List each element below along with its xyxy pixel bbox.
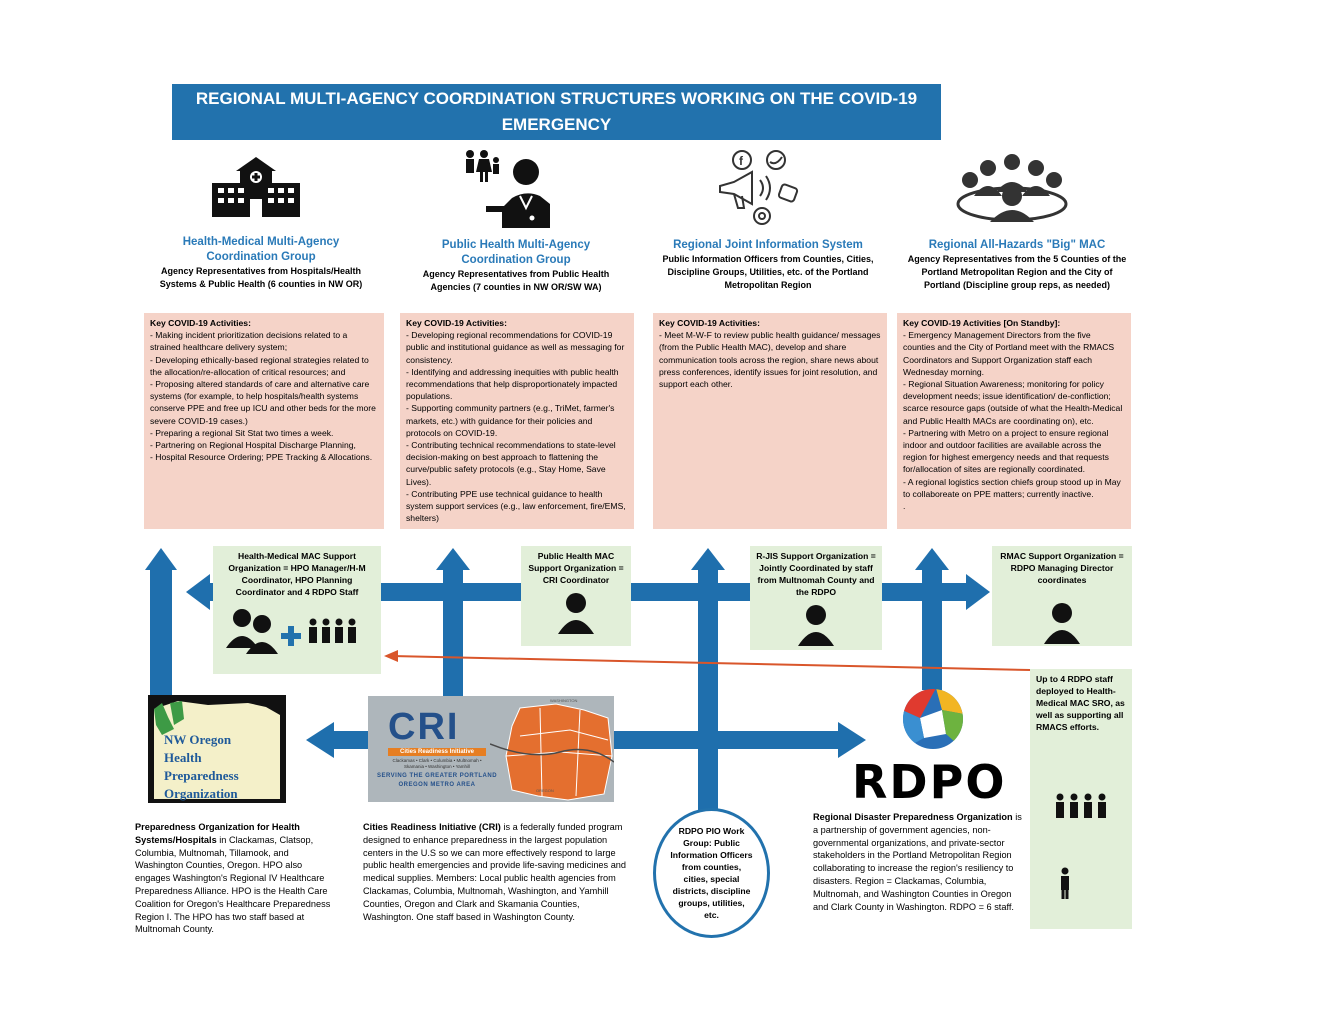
social-media-icon: f — [712, 148, 804, 228]
support-text: RMAC Support Organization = RDPO Managin… — [1000, 551, 1124, 585]
oregon-map-icon — [154, 701, 280, 799]
group-1-activities: Key COVID-19 Activities: - Making incide… — [144, 313, 384, 529]
activity-item: - Contributing PPE use technical guidanc… — [406, 488, 626, 524]
rdpo-description: Regional Disaster Preparedness Organizat… — [813, 811, 1023, 913]
hpo-description: Preparedness Organization for Health Sys… — [135, 821, 335, 936]
activities-heading: Key COVID-19 Activities: — [150, 318, 251, 328]
activity-item: - Emergency Management Directors from th… — [903, 330, 1115, 377]
rdpo-description-bold: Regional Disaster Preparedness Organizat… — [813, 812, 1013, 822]
activity-item: - Identifying and addressing inequities … — [406, 366, 619, 402]
cri-banner: Cities Readiness Initiative — [388, 748, 486, 756]
cri-tagline: SERVING THE GREATER PORTLAND OREGON METR… — [376, 773, 498, 788]
hospital-icon — [210, 155, 302, 219]
group-1-header: Health-Medical Multi-Agency Coordination… — [150, 235, 372, 291]
group-2-header: Public Health Multi-Agency Coordination … — [406, 238, 626, 294]
rdpo-wordmark: RDPO — [852, 755, 1007, 809]
rdpo-staff-panel: Up to 4 RDPO staff deployed to Health-Me… — [1030, 669, 1132, 929]
activity-item: . — [903, 501, 906, 512]
person-icon — [558, 593, 594, 634]
group-3-activities: Key COVID-19 Activities: - Meet M-W-F to… — [653, 313, 887, 529]
activity-item: - Developing regional recommendations fo… — [406, 330, 625, 365]
pio-work-group-text: RDPO PIO Work Group: Public Information … — [670, 826, 753, 920]
group-4-header: Regional All-Hazards "Big" MAC Agency Re… — [904, 238, 1130, 292]
group-4-activities: Key COVID-19 Activities [On Standby]: - … — [897, 313, 1131, 529]
staff-group-icon — [1056, 793, 1106, 818]
arrows — [145, 548, 990, 810]
group-1-subtitle: Agency Representatives from Hospitals/He… — [159, 266, 363, 289]
activity-item: - Contributing technical recommendations… — [406, 440, 616, 487]
pio-work-group-circle: RDPO PIO Work Group: Public Information … — [653, 808, 770, 938]
activity-item: - Hospital Resource Ordering; PPE Tracki… — [150, 452, 373, 463]
staff-team-icon — [226, 609, 356, 654]
rdpo-globe-icon — [902, 688, 964, 750]
activities-heading: Key COVID-19 Activities [On Standby]: — [903, 318, 1061, 328]
activity-item: - Making incident prioritization decisio… — [150, 330, 348, 353]
cri-brand: CRI — [388, 706, 460, 748]
activity-item: - Partnering on Regional Hospital Discha… — [150, 440, 356, 451]
activity-item: - Meet M-W-F to review public health gui… — [659, 330, 881, 390]
group-2-activities: Key COVID-19 Activities: - Developing re… — [400, 313, 634, 529]
cri-counties: Clackamas • Clark • Columbia • Multnomah… — [392, 758, 482, 769]
cri-map-label-top: WASHINGTON — [550, 698, 578, 703]
page-title: REGIONAL MULTI-AGENCY COORDINATION STRUC… — [172, 84, 941, 140]
metro-map-icon — [490, 703, 614, 801]
activity-item: - Developing ethically-based regional st… — [150, 354, 369, 377]
hpo-logo: NW Oregon Health Preparedness Organizati… — [148, 695, 286, 803]
group-2-title: Public Health Multi-Agency Coordination … — [441, 239, 591, 266]
support-box-health-medical: Health-Medical MAC Support Organization … — [213, 546, 381, 674]
group-4-subtitle: Agency Representatives from the 5 Counti… — [907, 254, 1127, 290]
group-meeting-icon — [956, 152, 1068, 224]
activity-item: - Proposing altered standards of care an… — [150, 379, 376, 426]
group-3-title: Regional Joint Information System — [673, 239, 863, 251]
cri-map-label-bottom: OREGON — [536, 788, 554, 793]
hpo-logo-line1: NW Oregon — [164, 732, 232, 747]
activity-item: - Partnering with Metro on a project to … — [903, 427, 1109, 475]
rdpo-staff-note: Up to 4 RDPO staff deployed to Health-Me… — [1036, 674, 1125, 732]
support-box-rmac: RMAC Support Organization = RDPO Managin… — [992, 546, 1132, 646]
activities-heading: Key COVID-19 Activities: — [406, 318, 507, 328]
hpo-description-text: in Clackamas, Clatsop, Columbia, Multnom… — [135, 834, 331, 935]
hpo-description-bold: Preparedness Organization for Health Sys… — [135, 822, 300, 845]
support-text: R-JIS Support Organization = Jointly Coo… — [756, 551, 876, 597]
person-icon — [798, 605, 834, 646]
public-health-icon — [462, 148, 556, 228]
svg-text:f: f — [739, 154, 744, 168]
support-box-public-health: Public Health MAC Support Organization =… — [521, 546, 631, 646]
person-icon — [1044, 603, 1080, 644]
support-box-rjis: R-JIS Support Organization = Jointly Coo… — [750, 546, 882, 650]
cri-description-text: is a federally funded program designed t… — [363, 822, 627, 922]
activity-item: - Supporting community partners (e.g., T… — [406, 403, 615, 438]
cri-description: Cities Readiness Initiative (CRI) is a f… — [363, 821, 629, 923]
rdpo-description-text: is a partnership of government agencies,… — [813, 812, 1022, 912]
cri-description-bold: Cities Readiness Initiative (CRI) — [363, 822, 501, 832]
cri-logo: CRI Cities Readiness Initiative Clackama… — [368, 696, 614, 802]
group-1-title: Health-Medical Multi-Agency Coordination… — [182, 236, 340, 263]
group-3-header: Regional Joint Information System Public… — [660, 238, 876, 292]
single-staff-icon — [1061, 867, 1069, 899]
activity-item: - A regional logistics section chiefs gr… — [903, 476, 1121, 499]
support-text: Health-Medical MAC Support Organization … — [228, 551, 366, 597]
activities-heading: Key COVID-19 Activities: — [659, 318, 760, 328]
support-text: Public Health MAC Support Organization =… — [528, 551, 624, 585]
hpo-logo-line2: Health — [164, 750, 202, 765]
group-4-title: Regional All-Hazards "Big" MAC — [928, 239, 1106, 251]
hpo-logo-line4: Organization — [164, 786, 238, 801]
group-3-subtitle: Public Information Officers from Countie… — [662, 254, 874, 290]
activity-item: - Preparing a regional Sit Stat two time… — [150, 427, 334, 438]
activity-item: - Regional Situation Awareness; monitori… — [903, 379, 1123, 426]
rdpo-staff-connector — [391, 655, 1031, 671]
hpo-logo-line3: Preparedness — [164, 768, 239, 783]
group-2-subtitle: Agency Representatives from Public Healt… — [422, 269, 610, 292]
